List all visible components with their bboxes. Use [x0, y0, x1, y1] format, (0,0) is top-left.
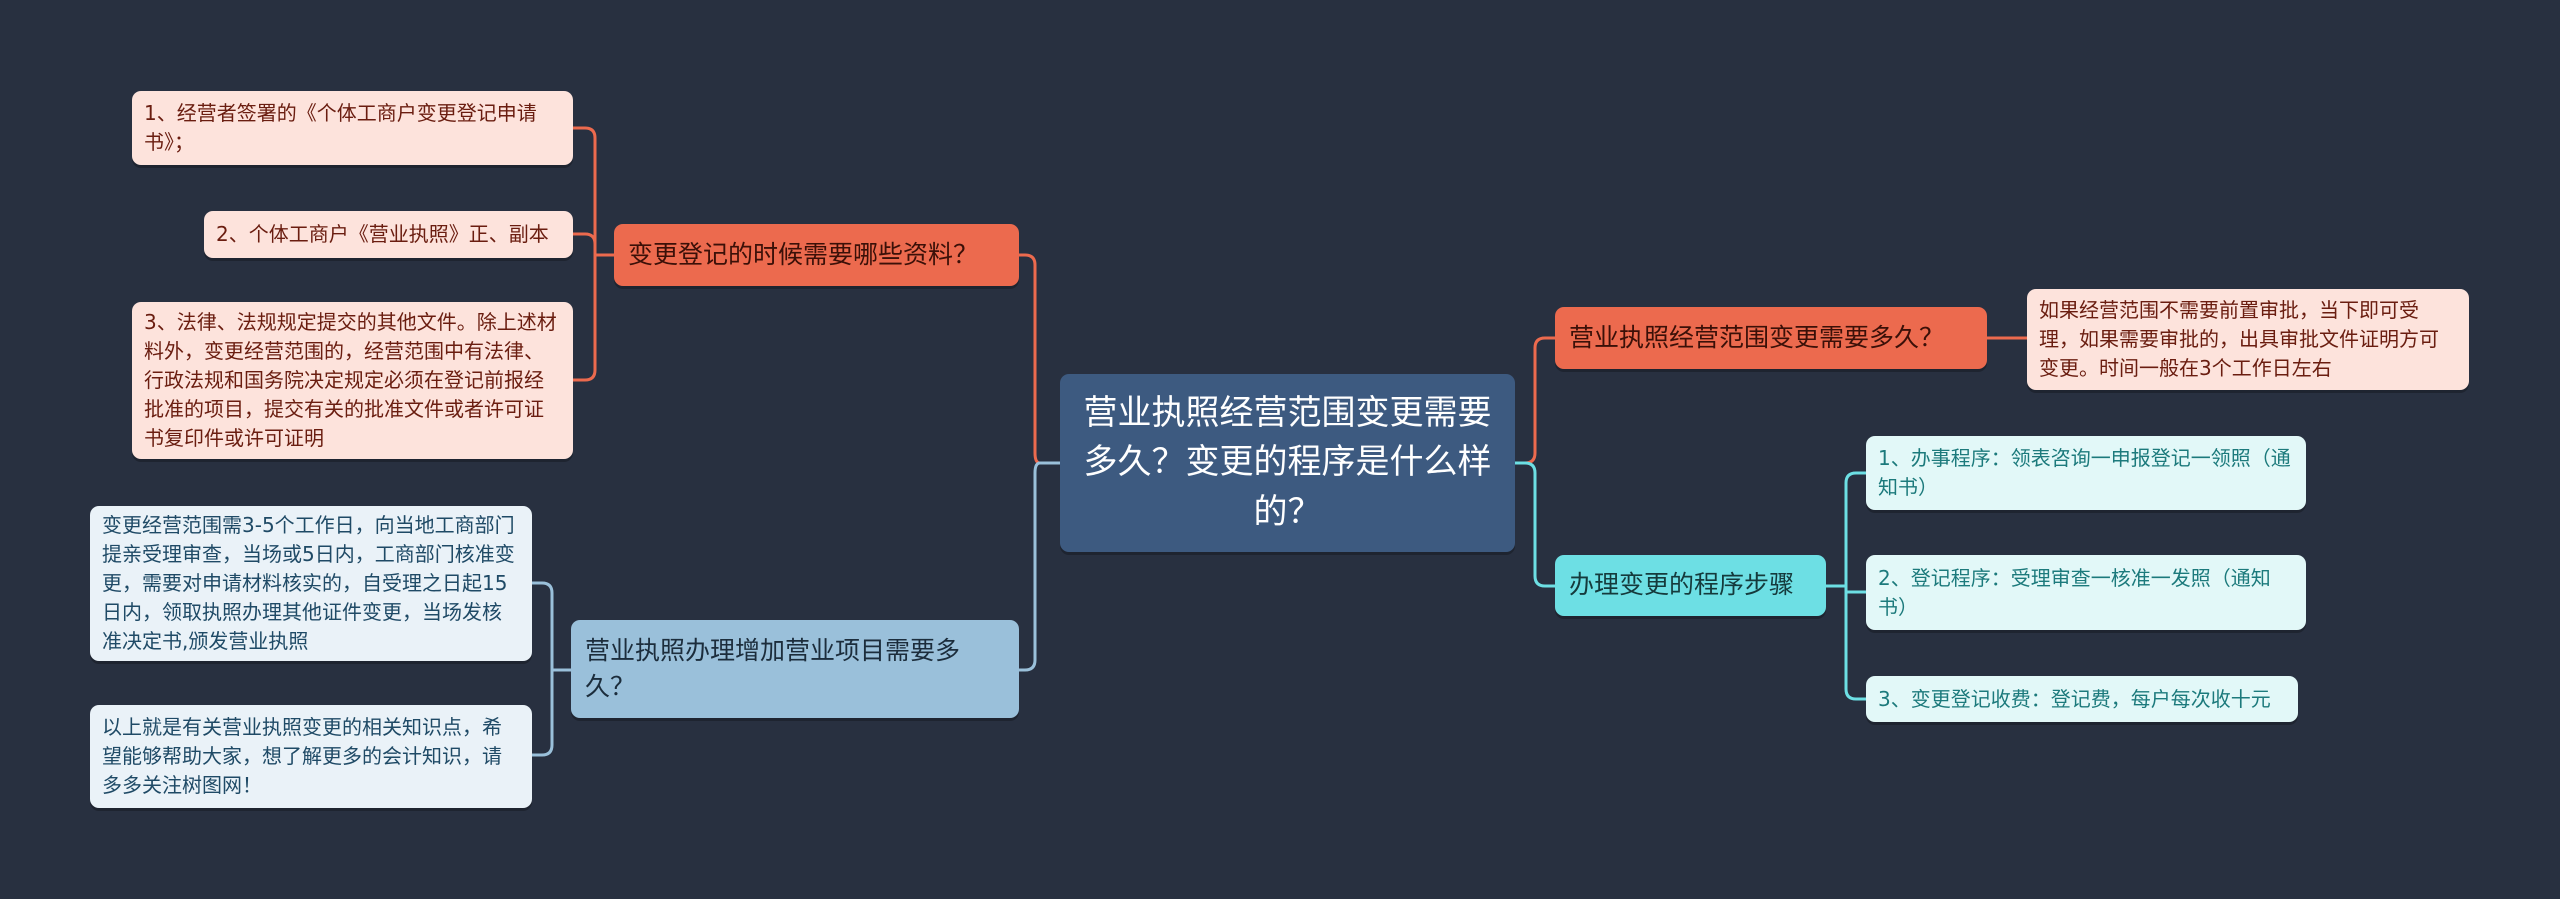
central-topic[interactable]: 营业执照经营范围变更需要多久？变更的程序是什么样的？	[1060, 374, 1515, 552]
connector-center-right1	[1515, 336, 1555, 465]
leaf-material-3[interactable]: 3、法律、法规规定提交的其他文件。除上述材料外，变更经营范围的，经营范围中有法律…	[132, 302, 573, 459]
topic-label: 营业执照经营范围变更需要多久？	[1569, 322, 1945, 352]
connector-left1-leaf1	[573, 126, 614, 382]
leaf-processing-time[interactable]: 变更经营范围需3-5个工作日，向当地工商部门提亲受理审查，当场或5日内，工商部门…	[90, 506, 532, 661]
connector-center-right2	[1515, 461, 1555, 588]
leaf-text: 1、办事程序：领表咨询一申报登记一领照（通知书）	[1878, 446, 2291, 499]
topic-add-business-items[interactable]: 营业执照办理增加营业项目需要多久？	[571, 620, 1019, 718]
leaf-text: 如果经营范围不需要前置审批，当下即可受理，如果需要审批的，出具审批文件证明方可变…	[2039, 298, 2439, 380]
leaf-material-1[interactable]: 1、经营者签署的《个体工商户变更登记申请书》；	[132, 91, 573, 165]
leaf-material-2[interactable]: 2、个体工商户《营业执照》正、副本	[204, 211, 573, 258]
topic-change-duration[interactable]: 营业执照经营范围变更需要多久？	[1555, 307, 1987, 369]
leaf-text: 2、登记程序：受理审查一核准一发照（通知书）	[1878, 565, 2271, 619]
topic-label: 变更登记的时候需要哪些资料？	[628, 239, 979, 269]
leaf-text: 变更经营范围需3-5个工作日，向当地工商部门提亲受理审查，当场或5日内，工商部门…	[102, 513, 515, 653]
leaf-text: 3、变更登记收费：登记费，每户每次收十元	[1878, 686, 2271, 711]
connector-center-left2	[1019, 461, 1060, 672]
leaf-step-3[interactable]: 3、变更登记收费：登记费，每户每次收十元	[1866, 676, 2298, 722]
leaf-text: 3、法律、法规规定提交的其他文件。除上述材料外，变更经营范围的，经营范围中有法律…	[144, 310, 557, 450]
connector-left2-leafs	[532, 581, 571, 757]
leaf-text: 2、个体工商户《营业执照》正、副本	[216, 222, 549, 246]
leaf-text: 以上就是有关营业执照变更的相关知识点，希望能够帮助大家，想了解更多的会计知识，请…	[102, 715, 502, 797]
leaf-text: 1、经营者签署的《个体工商户变更登记申请书》；	[144, 101, 537, 154]
leaf-step-2[interactable]: 2、登记程序：受理审查一核准一发照（通知书）	[1866, 555, 2306, 630]
central-topic-text: 营业执照经营范围变更需要多久？变更的程序是什么样的？	[1083, 393, 1492, 532]
topic-label: 办理变更的程序步骤	[1569, 570, 1795, 600]
topic-procedure-steps[interactable]: 办理变更的程序步骤	[1555, 555, 1826, 616]
connector-center-left1	[1019, 253, 1060, 465]
connector-right2-leafs	[1826, 471, 1866, 701]
leaf-step-1[interactable]: 1、办事程序：领表咨询一申报登记一领照（通知书）	[1866, 436, 2306, 510]
topic-required-materials[interactable]: 变更登记的时候需要哪些资料？	[614, 224, 1019, 286]
leaf-summary[interactable]: 以上就是有关营业执照变更的相关知识点，希望能够帮助大家，想了解更多的会计知识，请…	[90, 705, 532, 808]
leaf-duration-detail[interactable]: 如果经营范围不需要前置审批，当下即可受理，如果需要审批的，出具审批文件证明方可变…	[2027, 289, 2469, 390]
topic-label: 营业执照办理增加营业项目需要多久？	[585, 635, 961, 701]
